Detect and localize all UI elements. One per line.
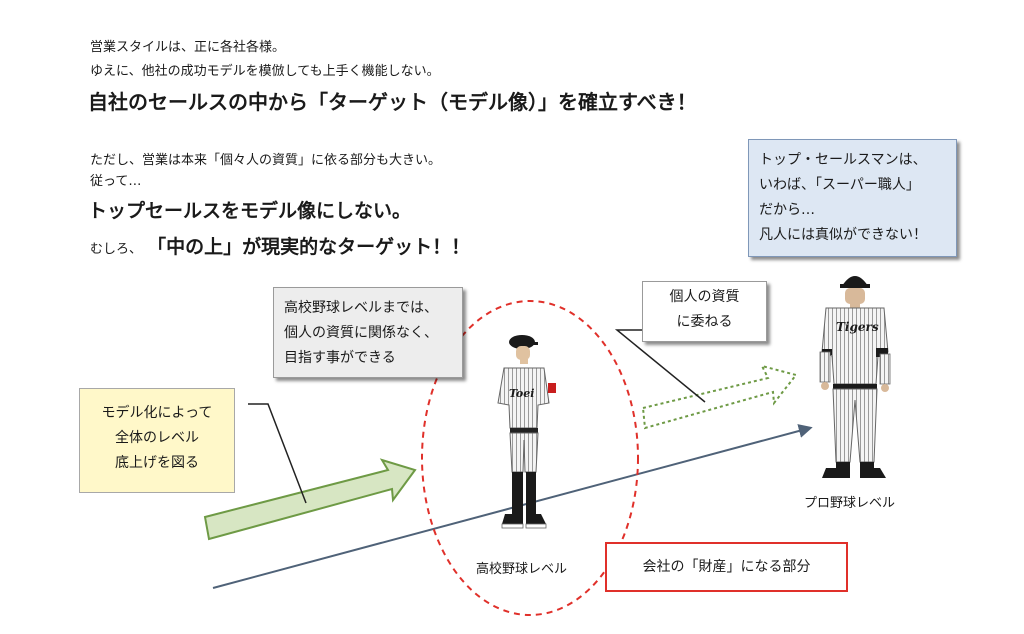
intro-line-4: 従って… bbox=[90, 174, 142, 189]
headline-no-top-sales: トップセールスをモデル像にしない。 bbox=[88, 200, 412, 222]
personal-aptitude-callout: 個人の資質 に委ねる bbox=[642, 281, 767, 342]
intro-line-5-prefix: むしろ、 bbox=[90, 242, 143, 257]
high-school-line-3: 目指す事ができる bbox=[284, 350, 396, 366]
pro-player-illustration bbox=[819, 276, 891, 478]
top-sales-line-3: だから… bbox=[759, 202, 815, 218]
top-sales-callout: トップ・セールスマンは、 いわば、「スーパー職人」 だから… 凡人には真似ができ… bbox=[748, 139, 957, 257]
model-callout-connector bbox=[248, 403, 307, 504]
model-line-2: 全体のレベル bbox=[115, 430, 199, 446]
high-school-zone-ellipse bbox=[421, 300, 639, 616]
high-school-jersey-text: Toei bbox=[509, 387, 534, 400]
top-sales-line-4: 凡人には真似ができない！ bbox=[759, 227, 927, 243]
high-school-level-label: 高校野球レベル bbox=[476, 562, 568, 577]
growth-trend-line bbox=[212, 424, 813, 589]
headline-realistic-target: むしろ、 「中の上」が現実的なターゲット！！ bbox=[90, 232, 470, 259]
intro-line-1: 営業スタイルは、正に各社各様。 bbox=[90, 40, 286, 55]
model-growth-arrow bbox=[203, 458, 417, 541]
high-school-line-2: 個人の資質に関係なく、 bbox=[284, 325, 438, 341]
headline-upper-middle: 「中の上」が現実的なターゲット！！ bbox=[147, 236, 471, 258]
high-school-player-illustration bbox=[497, 335, 556, 529]
top-sales-line-2: いわば、「スーパー職人」 bbox=[759, 177, 920, 193]
high-school-callout: 高校野球レベルまでは、 個人の資質に関係なく、 目指す事ができる bbox=[273, 287, 463, 378]
model-line-3: 底上げを図る bbox=[115, 455, 199, 471]
pro-jersey-text: Tigers bbox=[836, 320, 879, 334]
intro-line-3: ただし、営業は本来「個々人の資質」に依る部分も大きい。 bbox=[90, 153, 442, 168]
personal-line-1: 個人の資質 bbox=[669, 289, 740, 305]
personal-callout-connector bbox=[614, 329, 706, 403]
personal-growth-arrow bbox=[641, 364, 798, 430]
pro-level-label: プロ野球レベル bbox=[804, 496, 896, 511]
personal-line-2: に委ねる bbox=[676, 314, 733, 330]
model-line-1: モデル化によって bbox=[101, 405, 213, 421]
headline-target: 自社のセールスの中から「ターゲット（モデル像）」を確立すべき！ bbox=[88, 90, 697, 114]
company-asset-callout: 会社の「財産」になる部分 bbox=[605, 542, 848, 592]
top-sales-line-1: トップ・セールスマンは、 bbox=[759, 152, 927, 168]
high-school-line-1: 高校野球レベルまでは、 bbox=[284, 300, 438, 316]
intro-line-2: ゆえに、他社の成功モデルを模倣しても上手く機能しない。 bbox=[90, 64, 440, 79]
model-callout: モデル化によって 全体のレベル 底上げを図る bbox=[79, 388, 235, 493]
